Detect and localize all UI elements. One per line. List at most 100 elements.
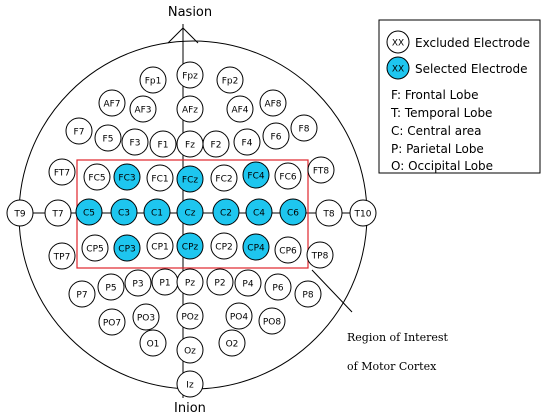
- electrode-p2: P2: [206, 268, 234, 296]
- electrode-f3: F3: [121, 128, 149, 156]
- electrode-p8-label: P8: [302, 291, 313, 301]
- electrode-fpz-circle: [176, 61, 204, 89]
- electrode-f7-circle: [65, 117, 93, 145]
- electrode-p3-circle: [124, 269, 152, 297]
- electrode-fp1-circle: [139, 66, 167, 94]
- electrode-af7: AF7: [98, 89, 126, 117]
- electrode-cz-circle: [176, 198, 204, 226]
- electrode-fc3-label: FC3: [118, 174, 135, 184]
- electrode-p7-label: P7: [76, 291, 87, 301]
- electrode-fpz: Fpz: [176, 61, 204, 89]
- electrode-f2: F2: [202, 130, 230, 158]
- electrode-tp8: TP8: [306, 241, 334, 269]
- electrode-c2-label: C2: [220, 209, 232, 219]
- electrode-ft8-circle: [307, 156, 335, 184]
- electrode-f8: F8: [290, 114, 318, 142]
- electrode-fp2: Fp2: [216, 66, 244, 94]
- electrode-fc3-circle: [113, 163, 141, 191]
- legend: XX Excluded Electrode XX Selected Electr…: [378, 19, 541, 174]
- electrode-cp2-circle: [210, 232, 238, 260]
- electrode-po7-label: PO7: [103, 319, 121, 329]
- electrode-fc1-label: FC1: [151, 175, 168, 185]
- electrode-ft8-label: FT8: [313, 167, 330, 177]
- electrode-t9-circle: [6, 199, 34, 227]
- electrode-t8-circle: [315, 199, 343, 227]
- roi-label-line2: of Motor Cortex: [347, 360, 437, 373]
- electrode-t9-label: T9: [13, 210, 25, 220]
- electrode-fcz: FCz: [176, 165, 204, 193]
- legend-excluded-symbol: [386, 30, 410, 54]
- electrode-fc6: FC6: [274, 162, 302, 190]
- electrode-p1: P1: [151, 268, 179, 296]
- electrode-fc4: FC4: [242, 161, 270, 189]
- electrode-cp5: CP5: [81, 234, 109, 262]
- electrode-fc6-label: FC6: [279, 173, 296, 183]
- electrode-f7: F7: [65, 117, 93, 145]
- electrode-c3-circle: [110, 198, 138, 226]
- electrode-cp1-label: CP1: [151, 243, 168, 253]
- electrode-c4-label: C4: [253, 209, 265, 219]
- electrode-cp6-label: CP6: [279, 247, 297, 257]
- electrode-af4-circle: [226, 95, 254, 123]
- electrode-t7-label: T7: [51, 210, 63, 220]
- inion-label: Inion: [174, 401, 206, 416]
- electrode-c2-circle: [212, 198, 240, 226]
- electrode-cpz-label: CPz: [182, 243, 199, 253]
- electrode-p3: P3: [124, 269, 152, 297]
- electrode-t7: T7: [44, 199, 72, 227]
- electrode-ft7-label: FT7: [54, 169, 70, 179]
- electrode-afz-circle: [176, 95, 204, 123]
- electrode-afz-label: AFz: [182, 106, 198, 116]
- electrode-cp5-label: CP5: [86, 245, 103, 255]
- electrode-fc3: FC3: [113, 163, 141, 191]
- electrode-p4-circle: [234, 269, 262, 297]
- electrode-p6-circle: [264, 273, 292, 301]
- electrode-p4-label: P4: [242, 280, 253, 290]
- electrode-t8: T8: [315, 199, 343, 227]
- roi-pointer-line: [311, 269, 353, 313]
- electrode-oz-label: Oz: [184, 347, 196, 357]
- electrode-fc2-label: FC2: [215, 175, 232, 185]
- electrode-cpz-circle: [176, 232, 204, 260]
- electrode-c4: C4: [245, 198, 273, 226]
- electrode-poz-label: POz: [181, 313, 199, 323]
- electrode-ft7-circle: [48, 158, 76, 186]
- legend-selected-symbol-text: XX: [392, 65, 404, 75]
- legend-excluded-symbol-text: XX: [392, 39, 404, 49]
- electrode-f1-circle: [149, 130, 177, 158]
- electrode-fc1: FC1: [146, 164, 174, 192]
- electrode-tp8-label: TP8: [311, 252, 329, 262]
- electrode-fc4-circle: [242, 161, 270, 189]
- electrode-fc2-circle: [210, 164, 238, 192]
- electrode-c6: C6: [279, 198, 307, 226]
- electrode-af4: AF4: [226, 95, 254, 123]
- electrode-iz: Iz: [176, 370, 204, 398]
- electrode-po8-label: PO8: [263, 318, 282, 328]
- electrode-po7: PO7: [98, 308, 126, 336]
- electrode-cp4: CP4: [242, 233, 270, 261]
- electrode-pz-circle: [176, 268, 204, 296]
- legend-lobe-central: C: Central area: [391, 124, 482, 138]
- legend-lobe-frontal: F: Frontal Lobe: [391, 88, 479, 102]
- electrode-ft7: FT7: [48, 158, 76, 186]
- electrode-f7-label: F7: [74, 128, 85, 138]
- electrode-cp4-label: CP4: [247, 244, 265, 254]
- electrode-c4-circle: [245, 198, 273, 226]
- electrode-f4-circle: [233, 128, 261, 156]
- electrode-cp3: CP3: [113, 234, 141, 262]
- electrode-cz: Cz: [176, 198, 204, 226]
- electrode-cp3-label: CP3: [118, 245, 135, 255]
- electrode-oz: Oz: [176, 336, 204, 364]
- electrode-af7-label: AF7: [103, 100, 120, 110]
- electrode-cp1-circle: [146, 232, 174, 260]
- legend-lobe-occipital: O: Occipital Lobe: [391, 159, 493, 173]
- electrode-f1-label: F1: [158, 141, 169, 151]
- electrode-c5: C5: [75, 198, 103, 226]
- electrode-fc5-label: FC5: [88, 174, 105, 184]
- electrode-tp7-circle: [48, 242, 76, 270]
- electrode-c1: C1: [143, 198, 171, 226]
- electrode-cp3-circle: [113, 234, 141, 262]
- legend-lobe-parietal: P: Parietal Lobe: [391, 142, 484, 156]
- electrode-cpz: CPz: [176, 232, 204, 260]
- electrode-f3-label: F3: [130, 139, 141, 149]
